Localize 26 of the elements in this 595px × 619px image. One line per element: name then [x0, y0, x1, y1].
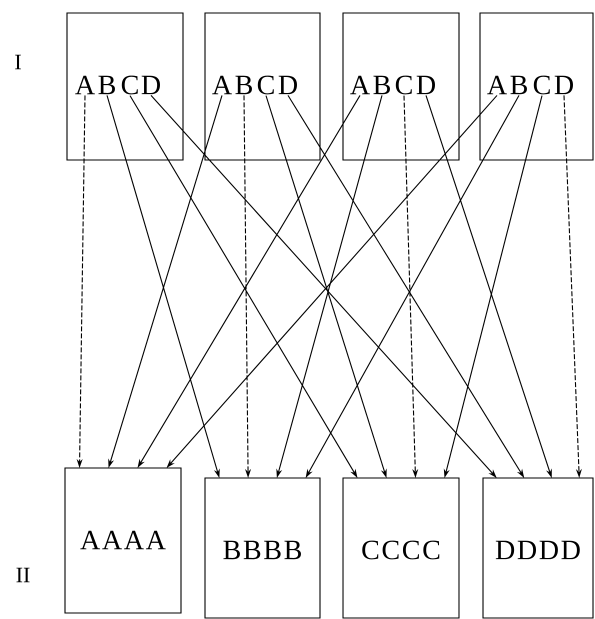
letter-box: AAAA	[64, 467, 182, 614]
letter: D	[278, 76, 297, 94]
letter: B	[235, 76, 252, 94]
letter: C	[534, 76, 550, 94]
letter-box: BBBB	[204, 477, 321, 619]
group-box	[342, 12, 460, 161]
letter: A	[487, 76, 507, 94]
letter: B	[510, 76, 527, 94]
letter: C	[258, 76, 274, 94]
letter: B	[373, 76, 390, 94]
letter: B	[98, 76, 115, 94]
letter: A	[212, 76, 232, 94]
group-box	[204, 12, 321, 161]
letter: D	[142, 76, 160, 94]
letter: A	[75, 76, 95, 94]
letter: A	[350, 76, 370, 94]
letter-box: DDDD	[482, 477, 594, 619]
letter-box: CCCC	[342, 477, 460, 619]
row-label: I	[15, 54, 21, 70]
letter: C	[396, 76, 412, 94]
group-box	[479, 12, 594, 161]
letter: D	[554, 76, 573, 94]
letter: D	[416, 76, 435, 94]
group-box	[66, 12, 184, 161]
letter: C	[122, 76, 138, 94]
row-label: II	[16, 568, 30, 582]
